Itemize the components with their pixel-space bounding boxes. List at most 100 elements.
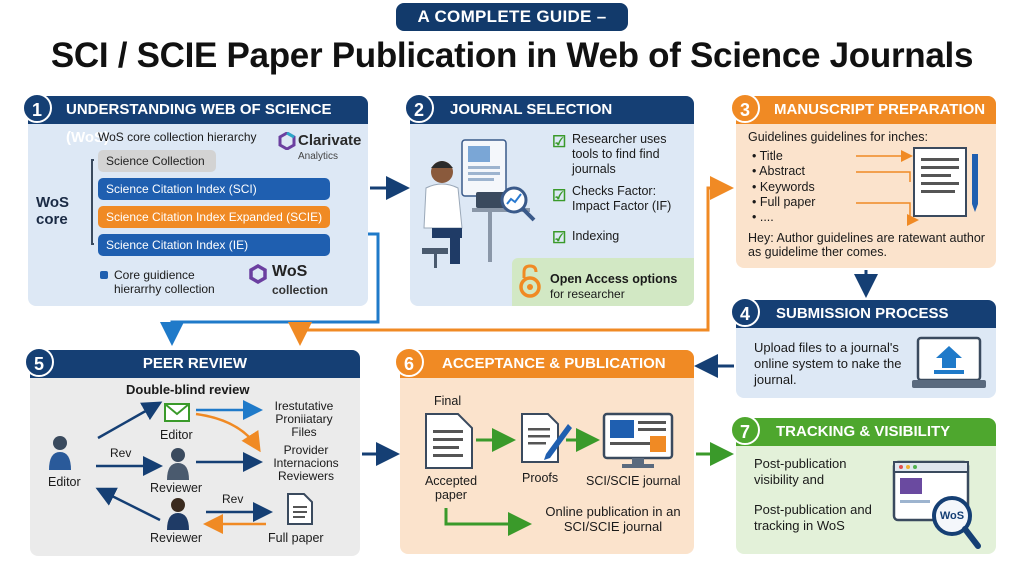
check-item-tools: Researcher uses tools to find find journ… (572, 132, 667, 176)
files-label: Irestutative Proniiatary Files (274, 399, 334, 439)
panel-step3: MANUSCRIPT PREPARATION Guidelines guidel… (736, 96, 996, 268)
guideline-connector (856, 171, 911, 182)
publication-arrow (444, 508, 532, 536)
submission-text: Upload files to a journal's online syste… (754, 340, 902, 387)
panel-step2-header: JOURNAL SELECTION (410, 96, 694, 124)
hierarchy-item-scie: Science Citation Index Expanded (SCIE) (98, 206, 330, 228)
hierarchy-item-sci: Science Citation Index (SCI) (98, 178, 330, 200)
check-icon: ☑ (552, 188, 567, 205)
clarivate-name: Clarivate (298, 132, 362, 149)
manuscript-document-icon (912, 146, 982, 225)
panel-step3-title: MANUSCRIPT PREPARATION (774, 101, 986, 118)
panel-step7-header: TRACKING & VISIBILITY (736, 418, 996, 446)
check-item-indexing: Indexing (572, 229, 620, 243)
panel-step1-header: UNDERSTANDING WEB OF SCIENCE (WoS) (28, 96, 368, 146)
final-label: Final (434, 394, 462, 408)
panel-step6: ACCEPTANCE & PUBLICATION Final Accepted … (400, 350, 694, 554)
double-blind-label: Double-blind review (126, 382, 250, 397)
visibility-text-2: Post-publication and tracking in WoS (754, 502, 872, 533)
panel-step4-title: SUBMISSION PROCESS (776, 305, 949, 322)
reviewer-bottom-label: Reviewer (150, 531, 203, 545)
panel-step1: UNDERSTANDING WEB OF SCIENCE (WoS) WoS c… (28, 96, 368, 306)
guideline-item-title: • Title (752, 149, 783, 163)
provider-label: Provider Internacions Reviewers (273, 443, 339, 483)
guideline-item-keywords: • Keywords (752, 180, 815, 194)
panel-step2-title: JOURNAL SELECTION (450, 101, 613, 118)
step5-number: 5 (24, 347, 54, 377)
rev-label-2: Rev (222, 492, 244, 506)
reviewer-mid-label: Reviewer (150, 481, 203, 495)
step4-number: 4 (730, 297, 760, 327)
arrow-2-to-3 (298, 176, 734, 336)
full-paper-label: Full paper (268, 531, 324, 545)
guidelines-note: Hey: Author guidelines are ratewant auth… (748, 231, 985, 259)
open-access-icon (518, 264, 542, 303)
magnifier-chart-icon (498, 184, 538, 229)
panel-step5-title: PEER REVIEW (142, 355, 248, 372)
peer-arrow (195, 412, 261, 453)
step7-number: 7 (730, 415, 760, 445)
guideline-item-abstract: • Abstract (752, 164, 806, 178)
wos-logo-icon (248, 263, 268, 289)
panel-step5-header: PEER REVIEW (30, 350, 360, 378)
wos-logo-text: WoS (272, 263, 308, 280)
hierarchy-item-ie: Science Citation Index (IE) (98, 234, 330, 256)
proofs-document-icon (518, 410, 574, 471)
open-access-sub: for researcher (550, 287, 625, 301)
check-icon: ☑ (552, 230, 567, 247)
clarivate-logo-icon (278, 131, 296, 155)
panel-step7: TRACKING & VISIBILITY Post-publication v… (736, 418, 996, 554)
peer-arrow (97, 401, 163, 440)
panel-step3-header: MANUSCRIPT PREPARATION (736, 96, 996, 124)
step3-number: 3 (730, 93, 760, 123)
journal-monitor-icon (600, 412, 676, 475)
email-icon (164, 400, 190, 427)
reviewer-female-icon (166, 496, 190, 535)
guideline-item-full-paper: • Full paper (752, 195, 816, 209)
guide-badge: A COMPLETE GUIDE – (396, 3, 628, 31)
researcher-illustration-icon (416, 136, 532, 281)
check-icon: ☑ (552, 134, 567, 151)
page-title: SCI / SCIE Paper Publication in Web of S… (50, 36, 974, 75)
reviewer-person-icon (166, 446, 190, 485)
panel-step7-title: TRACKING & VISIBILITY (776, 423, 951, 440)
accepted-paper-icon (424, 412, 474, 475)
guideline-connector (856, 202, 919, 226)
arrow-1-to-5 (160, 232, 380, 346)
hierarchy-item-science-collection: Science Collection (98, 150, 216, 172)
guideline-item-more: • .... (752, 210, 774, 224)
wos-core-label: WoS core (36, 194, 70, 228)
panel-step4-header: SUBMISSION PROCESS (736, 300, 996, 328)
editor-left-label: Editor (48, 475, 81, 489)
editor-top-label: Editor (160, 428, 193, 442)
check-item-impact-factor: Checks Factor: Impact Factor (IF) (572, 184, 672, 213)
step1-number: 1 (22, 93, 52, 123)
panel-step6-header: ACCEPTANCE & PUBLICATION (400, 350, 694, 378)
hierarchy-bracket (91, 159, 94, 245)
step2-number: 2 (404, 93, 434, 123)
accepted-paper-label: Accepted paper (424, 474, 478, 502)
online-publication-label: Online publication in an SCI/SCIE journa… (545, 504, 681, 534)
clarivate-sub: Analytics (298, 151, 339, 162)
panel-step2: JOURNAL SELECTION ☑ Researcher uses tool… (410, 96, 694, 306)
panel-step4: SUBMISSION PROCESS Upload files to a jou… (736, 300, 996, 398)
visibility-text-1: Post-publication visibility and (754, 456, 847, 487)
panel-step5: PEER REVIEW Double-blind review Editor E… (30, 350, 360, 556)
wos-magnifier-icon (930, 494, 982, 554)
rev-label-1: Rev (110, 446, 132, 460)
open-access-box (512, 258, 694, 306)
panel-step1-title: UNDERSTANDING WEB OF SCIENCE (WoS) (66, 101, 332, 146)
journal-label: SCI/SCIE journal (586, 474, 681, 488)
full-paper-document-icon (286, 492, 314, 531)
peer-arrow (95, 487, 161, 522)
open-access-title: Open Access options (550, 272, 678, 286)
legend-square-icon (100, 271, 108, 279)
legend-text: Core guidience hierarrhy collection (114, 268, 215, 296)
panel-step6-title: ACCEPTANCE & PUBLICATION (442, 355, 666, 372)
wos-logo-sub: collection (272, 283, 329, 297)
hierarchy-label: WoS core collection hierarchy (98, 130, 257, 144)
proofs-label: Proofs (522, 471, 559, 485)
guidelines-intro: Guidelines guidelines for inches: (748, 130, 928, 144)
step6-number: 6 (394, 347, 424, 377)
